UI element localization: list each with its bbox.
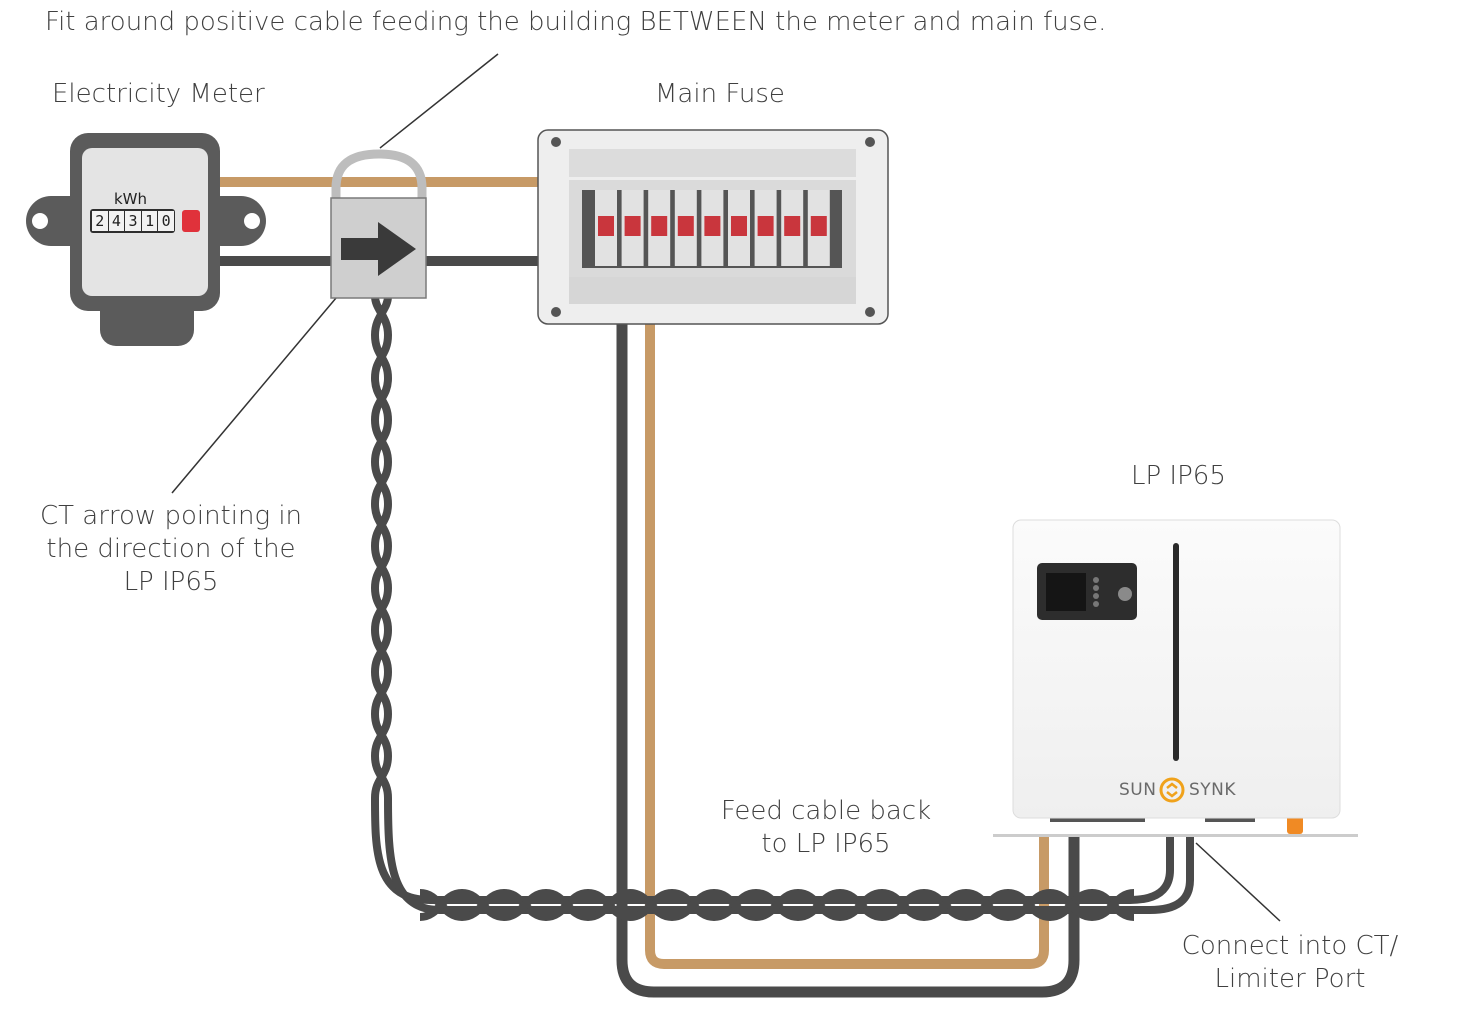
meter-digit: 2: [92, 211, 108, 231]
breaker-row: [595, 190, 830, 266]
meter-digit: 0: [158, 211, 174, 231]
top-note-leader: [379, 53, 499, 149]
port-note: Connect into CT/ Limiter Port: [1168, 930, 1412, 996]
breaker-switch-8: [784, 216, 801, 236]
meter-digit: 3: [125, 211, 141, 231]
main-fuse-box: [537, 129, 889, 325]
inverter-orange-connector: [1287, 814, 1303, 834]
breaker-switch-2: [624, 216, 641, 236]
breaker-switch-3: [651, 216, 668, 236]
ct-note-line-3: LP IP65: [123, 567, 219, 597]
ct-twisted-cable: [370, 295, 1194, 922]
inverter-unit: [993, 519, 1358, 837]
meter-unit-label: kWh: [114, 190, 148, 208]
ct-note: CT arrow pointing in the direction of th…: [30, 500, 312, 599]
breaker-switch-9: [810, 216, 827, 236]
meter-title: Electricity Meter: [52, 79, 265, 109]
feed-note-line-1: Feed cable back: [720, 796, 932, 826]
breaker-switch-4: [677, 216, 694, 236]
port-note-line-1: Connect into CT/: [1181, 931, 1399, 961]
feed-note: Feed cable back to LP IP65: [706, 795, 946, 861]
neutral-cable-fuse-to-inverter: [616, 322, 1080, 998]
feed-note-line-2: to LP IP65: [761, 829, 891, 859]
electricity-meter: [26, 133, 266, 346]
inverter-power-knob-icon: [1118, 587, 1132, 601]
inverter-title: LP IP65: [1131, 461, 1226, 491]
sunsynk-logo-icon: [1159, 777, 1185, 803]
breaker-switch-7: [757, 216, 774, 236]
ct-clamp: [330, 149, 427, 299]
inverter-screen: [1046, 573, 1086, 611]
inverter-led-strip: [1173, 543, 1179, 761]
fuse-title: Main Fuse: [655, 79, 785, 109]
ct-note-line-1: CT arrow pointing in: [39, 501, 303, 531]
ct-direction-arrow-icon: [341, 222, 416, 276]
meter-digit: 4: [108, 211, 125, 231]
ct-note-line-2: the direction of the: [46, 534, 296, 564]
breaker-switch-1: [598, 216, 614, 236]
live-cable-fuse-to-inverter: [645, 322, 1049, 969]
meter-indicator-light: [182, 210, 200, 232]
brand-synk: SYNK: [1189, 780, 1237, 800]
port-note-leader: [1195, 842, 1281, 922]
meter-digit: 1: [141, 211, 158, 231]
brand-sun: SUN: [1119, 780, 1157, 800]
breaker-switch-5: [704, 216, 721, 236]
breaker-switch-6: [731, 216, 747, 236]
ct-note-leader: [171, 259, 369, 494]
top-note: Fit around positive cable feeding the bu…: [45, 7, 1107, 37]
port-note-line-2: Limiter Port: [1214, 964, 1366, 994]
